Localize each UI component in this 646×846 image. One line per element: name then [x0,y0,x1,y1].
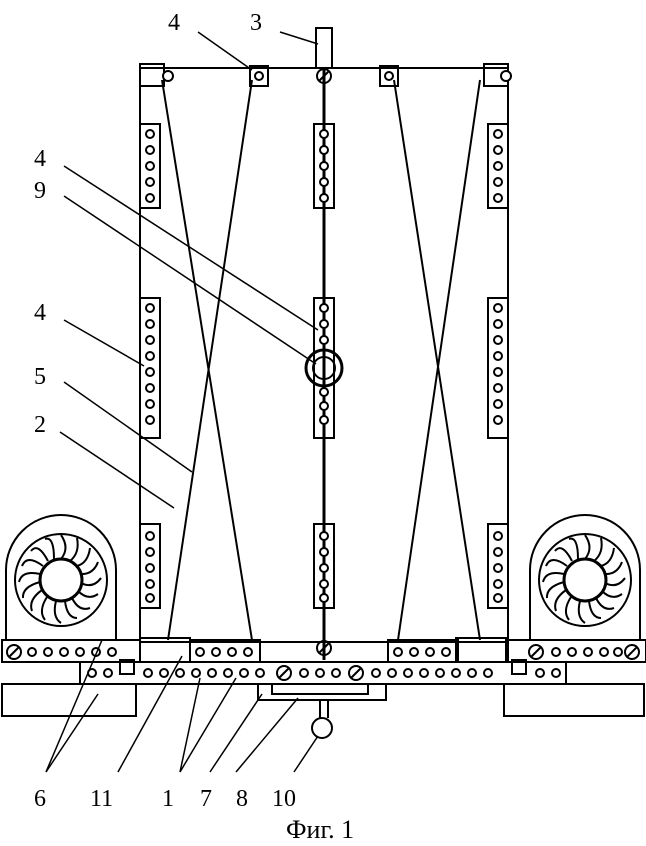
figure-caption: Фиг. 1 [286,815,354,844]
label-6-bottom: 6 [34,786,46,812]
label-1-bottom: 1 [162,786,174,812]
top-rod [316,28,332,68]
label-3-top: 3 [250,10,262,36]
label-7-bottom: 7 [200,786,212,812]
left-fan-housing [6,515,116,640]
bottom-bracket [258,684,386,738]
label-2-left: 2 [34,412,46,438]
right-fan-housing [530,515,640,640]
label-10-bottom: 10 [272,786,296,812]
label-11-bottom: 11 [90,786,113,812]
lower-base-plate [80,662,566,684]
label-4-left-b: 4 [34,300,46,326]
label-4-left-a: 4 [34,146,46,172]
label-8-bottom: 8 [236,786,248,812]
label-4-top: 4 [168,10,180,36]
right-foot [504,684,644,716]
label-5-left: 5 [34,364,46,390]
label-9-left: 9 [34,178,46,204]
left-foot [2,684,136,716]
